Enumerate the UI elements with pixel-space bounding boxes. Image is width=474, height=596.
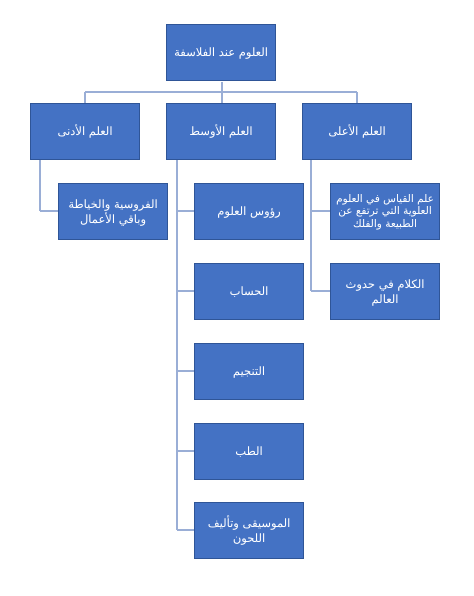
middle-child-medicine-label: الطب (235, 444, 263, 459)
higher-child-creation: الكلام في حدوث العالم (330, 263, 440, 320)
lower-child-crafts: الفروسية والخياطة وباقي الأعمال (58, 183, 168, 240)
branch-higher-science: العلم الأعلى (302, 103, 412, 160)
middle-child-astrology-label: التنجيم (232, 364, 266, 379)
branch-middle-science-label: العلم الأوسط (189, 124, 253, 139)
middle-child-principles: رؤوس العلوم (194, 183, 304, 240)
middle-child-arithmetic-label: الحساب (229, 284, 269, 299)
middle-child-astrology: التنجيم (194, 343, 304, 400)
middle-child-principles-label: رؤوس العلوم (217, 204, 281, 219)
branch-lower-science: العلم الأدنى (30, 103, 140, 160)
lower-child-crafts-label: الفروسية والخياطة وباقي الأعمال (68, 197, 158, 226)
branch-lower-science-label: العلم الأدنى (57, 124, 113, 139)
root-node-label: العلوم عند الفلاسفة (174, 45, 268, 60)
middle-child-music: الموسيقى وتأليف اللحون (194, 502, 304, 559)
middle-child-arithmetic: الحساب (194, 263, 304, 320)
root-node: العلوم عند الفلاسفة (166, 24, 276, 81)
middle-child-medicine: الطب (194, 423, 304, 480)
middle-child-music-label: الموسيقى وتأليف اللحون (207, 516, 291, 545)
branch-higher-science-label: العلم الأعلى (328, 124, 386, 139)
higher-child-metaphysics: علم القياس في العلوم العلوية التي ترتفع … (330, 183, 440, 240)
higher-child-metaphysics-label: علم القياس في العلوم العلوية التي ترتفع … (336, 193, 434, 230)
higher-child-creation-label: الكلام في حدوث العالم (345, 277, 425, 306)
branch-middle-science: العلم الأوسط (166, 103, 276, 160)
